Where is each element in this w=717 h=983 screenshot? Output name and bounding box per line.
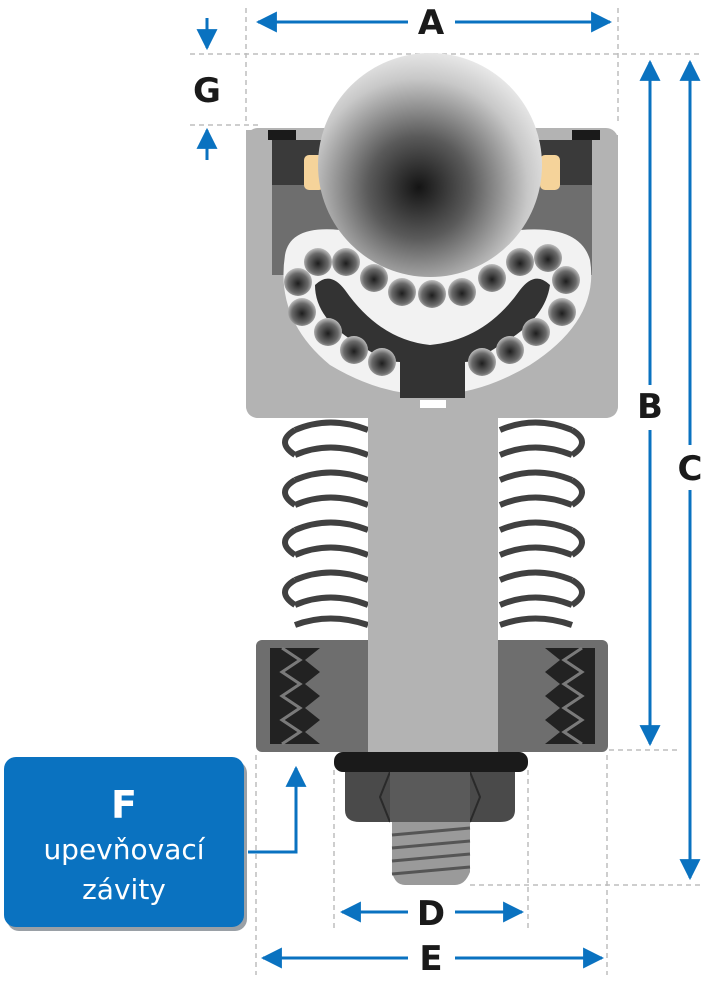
main-ball [318, 53, 542, 277]
callout-letter: F [111, 783, 137, 827]
dimension-arrows [196, 11, 701, 969]
dimension-label-d: D [417, 894, 445, 934]
washer [334, 752, 528, 772]
spring [282, 419, 585, 628]
stem-through-nut [368, 640, 498, 752]
dimension-label-c: C [678, 449, 703, 489]
retaining-clip-left [268, 130, 296, 140]
dimension-label-g: G [193, 71, 221, 111]
dimension-label-b: B [637, 387, 663, 427]
dimension-label-e: E [419, 939, 442, 979]
callout-text-line1: upevňovací [43, 833, 205, 866]
extension-lines [190, 8, 700, 975]
retaining-clip-right [572, 130, 600, 140]
callout-mounting-threads: F upevňovací závity [4, 757, 244, 927]
recirculating-balls [284, 244, 580, 376]
wiper-pad-right [540, 155, 560, 190]
cup-notch [420, 400, 446, 408]
callout-text-line2: závity [82, 873, 166, 906]
dimension-label-a: A [418, 3, 445, 43]
